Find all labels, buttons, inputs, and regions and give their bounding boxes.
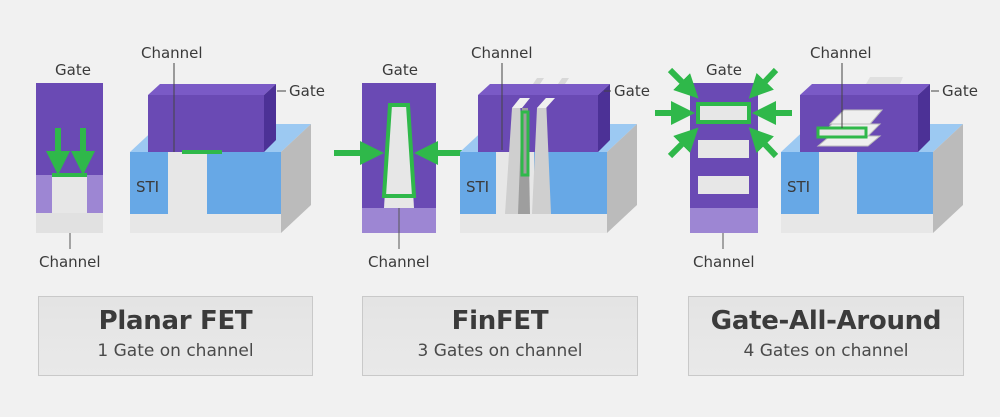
transistor-diagram: Gate Channel Channel Gate STI <box>36 44 978 271</box>
gaa-channel-top-label: Channel <box>810 44 872 62</box>
planar-cross-section <box>36 83 103 233</box>
planar-channel-bottom-label: Channel <box>39 253 101 271</box>
caption-title: FinFET <box>451 306 549 336</box>
caption-title: Gate-All-Around <box>710 306 942 336</box>
gate-arrow-br <box>748 127 779 159</box>
caption-subtitle: 1 Gate on channel <box>97 341 254 361</box>
caption-title: Planar FET <box>98 306 253 336</box>
gaa-cross-section <box>655 67 792 233</box>
gate-arrow-bl <box>667 127 699 159</box>
planar-sti-label: STI <box>136 178 159 196</box>
finfet-3d-block <box>460 78 637 233</box>
finfet-caption: FinFET 3 Gates on channel <box>362 296 638 376</box>
gaa-gate-side-label: Gate <box>942 82 978 100</box>
gate-arrow-tr <box>748 67 779 99</box>
caption-subtitle: 3 Gates on channel <box>417 341 583 361</box>
finfet-diagram: Gate Channel Channel Gate STI <box>334 44 650 271</box>
gaa-3d-block <box>781 77 963 233</box>
finfet-gate-top-label: Gate <box>382 61 418 79</box>
planar-gate-side-label: Gate <box>289 82 325 100</box>
finfet-cross-section <box>334 83 462 233</box>
finfet-channel-bottom-label: Channel <box>368 253 430 271</box>
gate-arrow-tl <box>667 67 699 99</box>
planar-3d-block <box>130 84 311 233</box>
gaa-sti-label: STI <box>787 178 810 196</box>
finfet-channel-top-label: Channel <box>471 44 533 62</box>
gaa-caption: Gate-All-Around 4 Gates on channel <box>688 296 964 376</box>
finfet-sti-label: STI <box>466 178 489 196</box>
gaa-diagram: Gate Channel Channel Gate STI <box>655 44 978 271</box>
gaa-gate-top-label: Gate <box>706 61 742 79</box>
gaa-channel-bottom-label: Channel <box>693 253 755 271</box>
planar-gate-top-label: Gate <box>55 61 91 79</box>
planar-fet-diagram: Gate Channel Channel Gate STI <box>36 44 325 271</box>
planar-fet-caption: Planar FET 1 Gate on channel <box>38 296 313 376</box>
planar-channel-top-label: Channel <box>141 44 203 62</box>
finfet-gate-side-label: Gate <box>614 82 650 100</box>
caption-subtitle: 4 Gates on channel <box>743 341 909 361</box>
